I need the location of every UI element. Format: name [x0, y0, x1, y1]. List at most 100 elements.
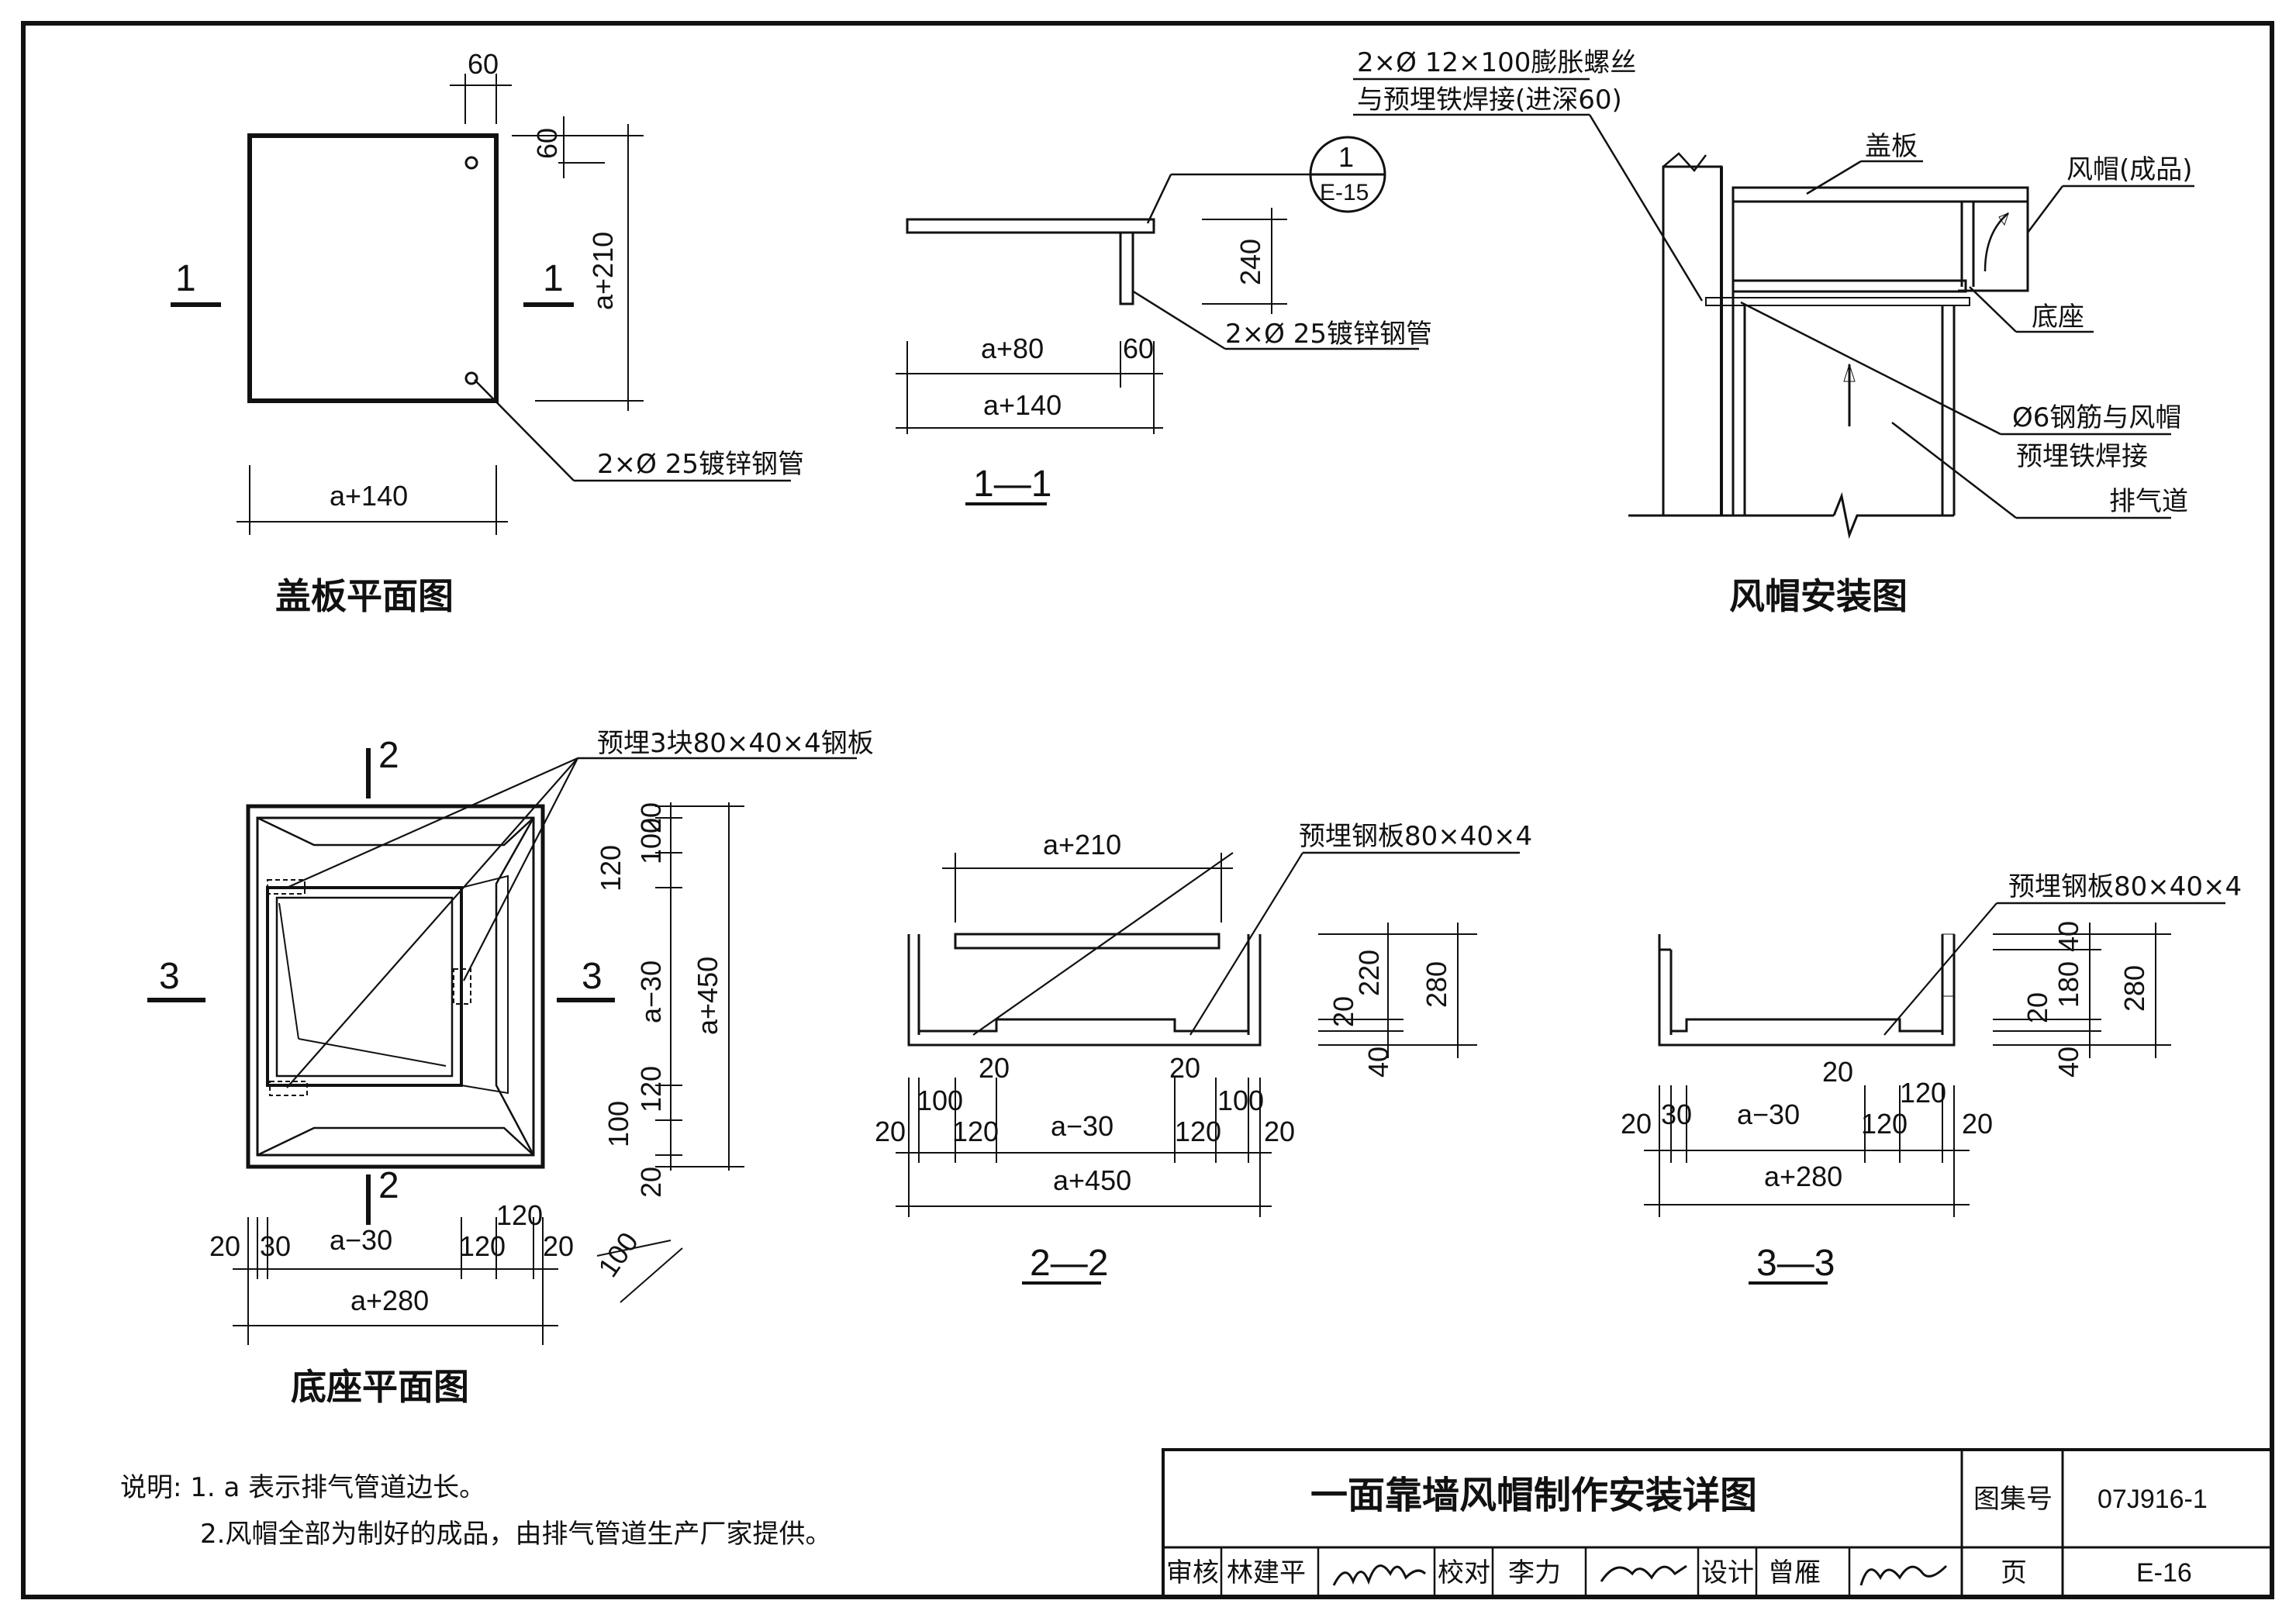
check-label: 校对: [1438, 1557, 1490, 1588]
section11-pipe-note: 2×Ø 25镀锌钢管: [1225, 319, 1432, 350]
section11-dim-240: 240: [1234, 239, 1266, 285]
section33-dim-40a: 40: [2053, 921, 2084, 952]
base-dim-r-20b: 20: [635, 1167, 667, 1198]
section22-dim-40: 40: [1362, 1047, 1394, 1078]
note-line-2: 2.风帽全部为制好的成品，由排气管道生产厂家提供。: [200, 1519, 831, 1550]
top-plate-22: [954, 933, 1221, 950]
section-1-1: 1 E-15 2×Ø 25镀锌钢管 240 a+80 60 a+140 1—1: [896, 136, 1432, 505]
section33-dim-b-120b: 120: [1900, 1077, 1946, 1109]
section22-dim-a450: a+450: [1053, 1164, 1131, 1196]
rebar-note-1: Ø6钢筋与风帽: [2012, 402, 2181, 433]
cover-dim-a210: a+210: [587, 232, 619, 310]
section33-dim-a280: a+280: [1764, 1161, 1842, 1192]
base-section: [1731, 279, 1967, 293]
reviewer-name: 林建平: [1227, 1557, 1306, 1588]
section11-dim-a140: a+140: [983, 389, 1062, 421]
base-outer: [246, 804, 545, 1169]
section22-dim-a210: a+210: [1043, 829, 1121, 861]
section11-title: 1—1: [973, 464, 1051, 505]
section-mark-2-top: 2: [378, 735, 399, 776]
section33-dim-b-a30: a−30: [1737, 1098, 1800, 1130]
cover-plate-section: [906, 218, 1155, 234]
label-base: 底座: [2032, 302, 2084, 333]
base-inner-2: [266, 886, 463, 1087]
design-label: 设计: [1701, 1557, 1754, 1588]
hood-install-title: 风帽安装图: [1729, 575, 1908, 617]
section33-dim-b-30: 30: [1661, 1098, 1692, 1130]
base-plate-note: 预埋3块80×40×4钢板: [597, 728, 874, 759]
base-dim-r-20a: 20: [635, 802, 667, 833]
base-dim-r-120b: 120: [635, 1066, 667, 1112]
section-2-2: 预埋钢板80×40×4 a+210 220 280 20 40 20 20 20…: [875, 821, 1532, 1285]
hood-product: [1958, 186, 2029, 292]
section22-dim-b-20b: 20: [1264, 1116, 1295, 1147]
base-section-22: [907, 934, 1262, 1047]
hood-installation: 2×Ø 12×100膨胀螺丝 与预埋铁焊接(进深60) 盖板 风帽(成品) 底座…: [1353, 47, 2194, 617]
section22-dim-b-20a: 20: [875, 1116, 906, 1147]
section-mark-3-right: 3: [582, 956, 602, 997]
cover-plate: [1731, 186, 2029, 203]
base-dim-b-a30: a−30: [330, 1224, 392, 1256]
atlas-label: 图集号: [1973, 1484, 2053, 1515]
section22-dim-20: 20: [1328, 996, 1359, 1027]
section-3-3: 预埋钢板80×40×4 40 180 280 20 40 20 20 30 a−…: [1621, 871, 2242, 1285]
base-dim-b-20a: 20: [209, 1230, 240, 1262]
section22-plate-note: 预埋钢板80×40×4: [1299, 821, 1532, 852]
section33-dim-180: 180: [2053, 961, 2084, 1008]
designer-name: 曾雁: [1768, 1557, 1821, 1588]
section22-dim-220: 220: [1353, 950, 1385, 996]
section-mark-1-left: 1: [175, 258, 196, 299]
section22-title: 2—2: [1030, 1243, 1108, 1284]
base-dim-r-100a: 100: [635, 818, 667, 864]
cover-plan: 2×Ø 25镀锌钢管 1 1 60 60 a+210 a+140 盖板平面图: [171, 48, 804, 617]
section22-dim-b-a30: a−30: [1051, 1110, 1113, 1142]
detail-ref-bottom: E-15: [1320, 180, 1369, 205]
section33-dim-20: 20: [2022, 992, 2053, 1023]
base-dim-r-120a: 120: [595, 845, 627, 892]
base-dim-b-30: 30: [260, 1230, 291, 1262]
atlas-number: 07J916-1: [2097, 1485, 2208, 1514]
pipe-hole-bottom: [464, 371, 478, 385]
pipe-section: [1119, 231, 1134, 305]
section-mark-3-left: 3: [159, 956, 180, 997]
drawing-title: 一面靠墙风帽制作安装详图: [1310, 1474, 1757, 1517]
base-plan-title: 底座平面图: [291, 1366, 469, 1408]
pipe-hole-top: [464, 156, 478, 170]
base-dim-a450: a+450: [692, 957, 723, 1035]
section-mark-1-right: 1: [543, 258, 564, 299]
label-duct: 排气道: [2109, 486, 2188, 517]
wall-hatch: [1662, 165, 1723, 517]
bolt-note-2: 与预埋铁焊接(进深60): [1357, 84, 1622, 116]
cover-dim-side-60: 60: [531, 128, 563, 159]
section22-dim-b-120a: 120: [952, 1116, 999, 1147]
cover-dim-a140: a+140: [330, 480, 408, 512]
designer-signature: [1859, 1564, 1948, 1586]
section-mark-2-bottom: 2: [378, 1165, 399, 1206]
page-label: 页: [2001, 1557, 2027, 1588]
base-dim-b-120a: 120: [459, 1230, 506, 1262]
base-plan: 预埋3块80×40×4钢板 2 2 3 3 20 100 120 a−30 12…: [147, 728, 874, 1408]
bolt-note-1: 2×Ø 12×100膨胀螺丝: [1357, 47, 1636, 78]
section33-dim-b-20b: 20: [1962, 1108, 1993, 1140]
section33-dim-40b: 40: [2053, 1047, 2084, 1078]
page-number: E-16: [2136, 1558, 2192, 1588]
section11-dim-60: 60: [1123, 333, 1154, 364]
base-dim-a280: a+280: [350, 1285, 429, 1316]
checker-signature: [1600, 1564, 1687, 1582]
section22-dim-280: 280: [1421, 961, 1452, 1008]
section22-dim-b-100b: 100: [1217, 1085, 1264, 1116]
note-line-1: 说明: 1. a 表示排气管道边长。: [120, 1472, 485, 1503]
base-dim-diag-100: 100: [592, 1226, 644, 1283]
review-label: 审核: [1166, 1557, 1219, 1588]
section33-title: 3—3: [1756, 1243, 1835, 1284]
section33-dim-b-120a: 120: [1861, 1108, 1908, 1140]
base-section-33: [1658, 934, 1956, 1047]
section22-dim-b-100a: 100: [917, 1085, 963, 1116]
base-dim-r-100b: 100: [602, 1101, 634, 1147]
base-dim-b-20b: 20: [543, 1230, 574, 1262]
cover-plan-title: 盖板平面图: [275, 575, 454, 617]
section33-dim-b-20a: 20: [1621, 1108, 1652, 1140]
base-inner-1: [256, 816, 535, 1157]
section11-dim-a80: a+80: [981, 333, 1044, 364]
